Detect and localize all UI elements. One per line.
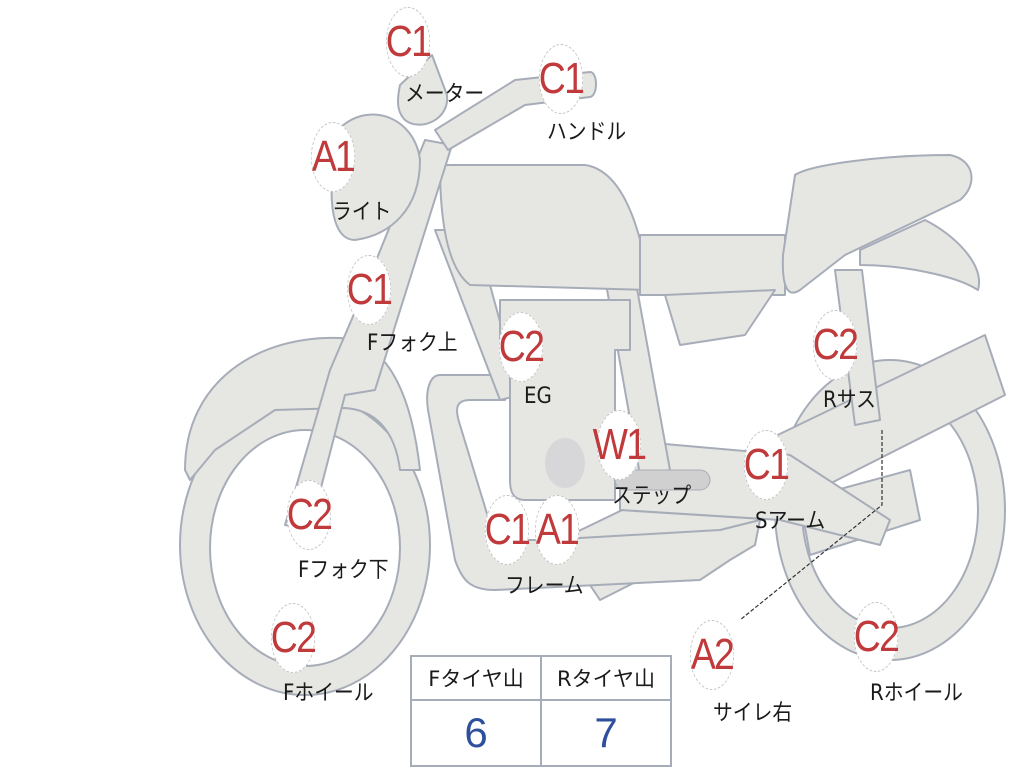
ffork-upper-grade-badge[interactable]: C1 [347, 255, 393, 325]
silencer-right-grade-badge[interactable]: A2 [689, 620, 735, 690]
ffork-lower-grade-badge[interactable]: C2 [287, 480, 333, 550]
light-grade-badge[interactable]: A1 [310, 122, 356, 192]
step-grade-badge[interactable]: W1 [593, 410, 647, 480]
meter-label: メーター [405, 82, 485, 107]
tire-tread-table: Fタイヤ山 Rタイヤ山 6 7 [410, 655, 672, 767]
engine-label: EG [524, 384, 552, 409]
ffork-lower-label: Fフォク下 [298, 558, 389, 583]
meter-grade-badge[interactable]: C1 [386, 7, 432, 77]
rear-fender-shape [859, 219, 981, 291]
silencer-right-label: サイレ右 [713, 701, 793, 726]
front-tire-header: Fタイヤ山 [410, 655, 542, 701]
ffork-upper-label: Fフォク上 [367, 331, 458, 356]
rear-tire-header: Rタイヤ山 [540, 655, 672, 701]
fwheel-grade-badge[interactable]: C2 [271, 603, 317, 673]
engine-grade-badge[interactable]: C2 [499, 312, 545, 382]
rwheel-label: Rホイール [870, 681, 963, 706]
rwheel-grade-badge[interactable]: C2 [854, 602, 900, 672]
handle-label: ハンドル [547, 120, 627, 145]
rear-tire-value: 7 [540, 699, 672, 767]
frame-c-grade-badge[interactable]: C1 [485, 495, 531, 565]
rsus-label: Rサス [823, 388, 876, 413]
light-label: ライト [332, 200, 392, 225]
fuel-tank-shape [439, 164, 651, 291]
fwheel-label: Fホイール [283, 681, 374, 706]
seat-shape [781, 154, 973, 294]
swingarm-label: Sアーム [755, 509, 826, 534]
frame-a-grade-badge[interactable]: A1 [534, 495, 580, 565]
front-tire-value: 6 [410, 699, 542, 767]
frame-shape [426, 374, 761, 591]
step-label: ステップ [612, 484, 692, 509]
rear-suspension-shape [834, 269, 881, 426]
rsus-grade-badge[interactable]: C2 [813, 310, 859, 380]
meter-shape [397, 54, 449, 126]
swingarm-grade-badge[interactable]: C1 [744, 430, 790, 500]
handle-grade-badge[interactable]: C1 [539, 44, 585, 114]
frame-label: フレーム [505, 574, 584, 599]
